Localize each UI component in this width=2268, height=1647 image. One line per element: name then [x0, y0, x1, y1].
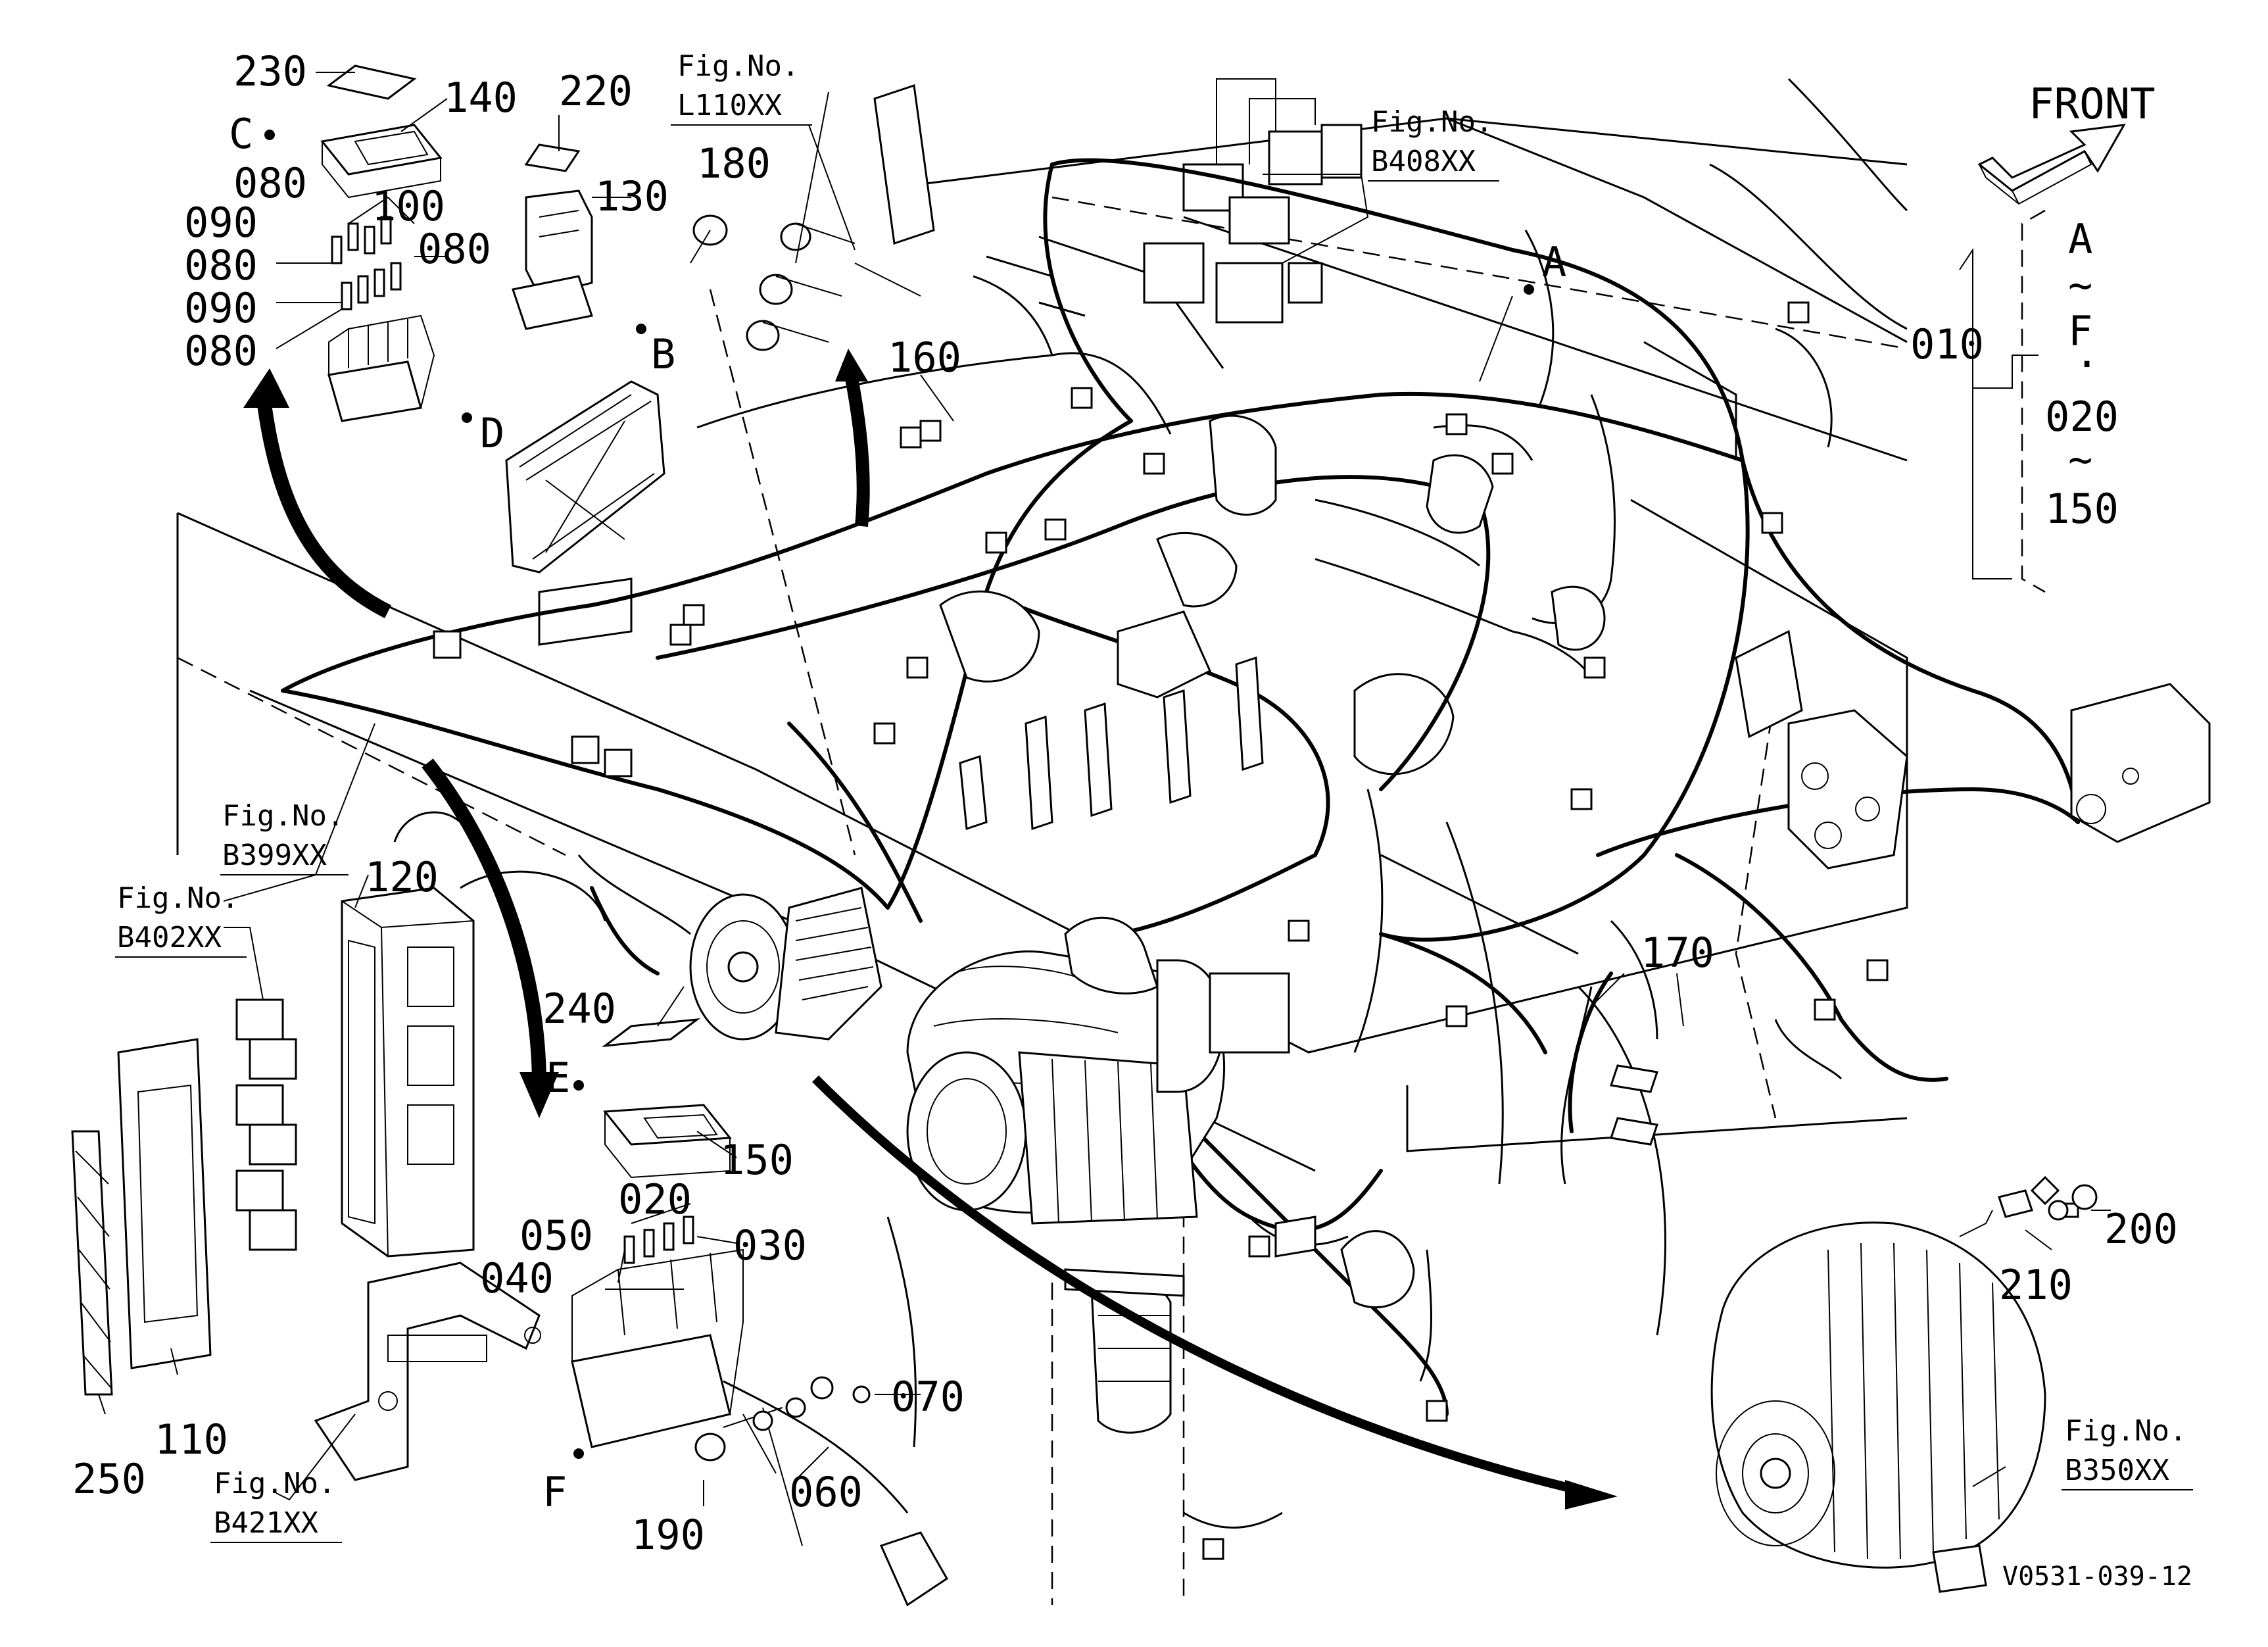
front-label: FRONT: [2029, 80, 2156, 129]
part-label: 060: [789, 1468, 863, 1516]
relay-set-b402: [235, 998, 297, 1251]
ecu-unit: [505, 380, 665, 646]
main-harness: [281, 158, 2080, 1416]
part-label: 240: [543, 985, 616, 1033]
fig-b350: B350XX: [2065, 1454, 2169, 1487]
range-from-num: 020: [2045, 393, 2119, 441]
letter-labels: C B D A E F: [229, 110, 1566, 1516]
letter-d: D: [480, 409, 504, 457]
figure-refs: Fig.No. L110XX Fig.No. B408XX Fig.No. B3…: [115, 49, 2193, 1543]
relay-box-120: [341, 887, 475, 1258]
part-label: 230: [233, 47, 307, 95]
part-labels: 230 140 220 080 100 090 080 080 090 080 …: [72, 47, 2178, 1559]
engine-assembly: [689, 414, 1803, 1434]
letter-f: F: [543, 1468, 567, 1516]
part-label: 080: [184, 327, 258, 375]
part-label: 040: [480, 1254, 554, 1302]
fig-label: Fig.No.: [117, 881, 239, 915]
fig-label: Fig.No.: [214, 1467, 335, 1500]
fuse-cover-c: [320, 64, 443, 199]
part-label: 080: [418, 225, 491, 273]
part-label: 250: [72, 1455, 146, 1503]
relay-b: [512, 143, 593, 330]
part-label: 070: [891, 1373, 965, 1421]
range-to-num: 150: [2045, 485, 2119, 533]
alternator-b350: [1710, 1175, 2098, 1593]
fig-label: Fig.No.: [222, 799, 344, 833]
fig-label: Fig.No.: [2065, 1414, 2186, 1448]
relay-block-b408: [1143, 78, 1363, 324]
part-label: 120: [365, 853, 439, 901]
fig-label: Fig.No.: [677, 49, 799, 83]
front-indicator: FRONT: [2029, 80, 2156, 129]
drawing-code: V0531-039-12: [2002, 1561, 2192, 1592]
part-label: 170: [1641, 929, 1714, 977]
fuse-box-d: [327, 216, 435, 422]
glow-plugs: [959, 656, 1264, 831]
part-label: 020: [618, 1175, 692, 1223]
fig-b421: B421XX: [214, 1506, 318, 1540]
letter-c: C: [229, 110, 253, 158]
connectors: [433, 301, 1889, 1560]
fig-b399: B399XX: [222, 839, 327, 872]
flow-arrows: [243, 349, 1618, 1510]
part-label: 210: [1999, 1261, 2073, 1309]
part-label: 160: [888, 333, 961, 381]
part-label: 200: [2104, 1205, 2178, 1253]
range-tilde: ~: [2068, 261, 2092, 309]
letter-e: E: [546, 1054, 570, 1102]
fig-b402: B402XX: [117, 921, 222, 954]
fuse-panel-110: [117, 1038, 212, 1369]
label-sheet-250: [71, 1130, 113, 1396]
part-label: 090: [184, 199, 258, 247]
chassis-outline: [176, 78, 1908, 1605]
fuse-cover-e: [601, 1018, 732, 1179]
letter-b: B: [651, 330, 675, 378]
part-label: 090: [184, 284, 258, 332]
range-bracket: A ~ F · 020 ~ 150: [2021, 209, 2119, 593]
front-arrow: [1977, 124, 2126, 205]
letter-dots: [264, 130, 1534, 1459]
range-from-letter: A: [2068, 215, 2092, 263]
part-label: 180: [697, 139, 771, 187]
fig-b408: B408XX: [1371, 145, 1476, 178]
part-label: 140: [444, 74, 518, 122]
range-separator: ·: [2075, 340, 2099, 388]
part-label: 010: [1910, 320, 1984, 368]
part-label: 190: [631, 1511, 705, 1559]
letter-a: A: [1542, 238, 1566, 286]
fig-label: Fig.No.: [1371, 105, 1493, 139]
secondary-wires: [577, 255, 1843, 1529]
valve-block-right: [1787, 683, 2211, 870]
part-label: 100: [372, 182, 445, 230]
range-tilde: ~: [2068, 435, 2092, 483]
fig-l110: L110XX: [677, 89, 782, 122]
part-label: 130: [595, 172, 669, 220]
part-label: 110: [155, 1415, 228, 1463]
sensor-cluster-180: [692, 84, 935, 351]
leader-lines: [98, 72, 2111, 1506]
part-label: 050: [519, 1212, 593, 1260]
part-label: 150: [720, 1136, 794, 1184]
part-label: 030: [733, 1221, 807, 1269]
fuse-block-f: [571, 1216, 948, 1607]
part-label: 080: [233, 159, 307, 207]
bracket-b421: [314, 1262, 541, 1481]
range-to-letter: F: [2068, 307, 2092, 355]
part-label: 220: [559, 67, 633, 115]
part-label: 080: [184, 241, 258, 289]
